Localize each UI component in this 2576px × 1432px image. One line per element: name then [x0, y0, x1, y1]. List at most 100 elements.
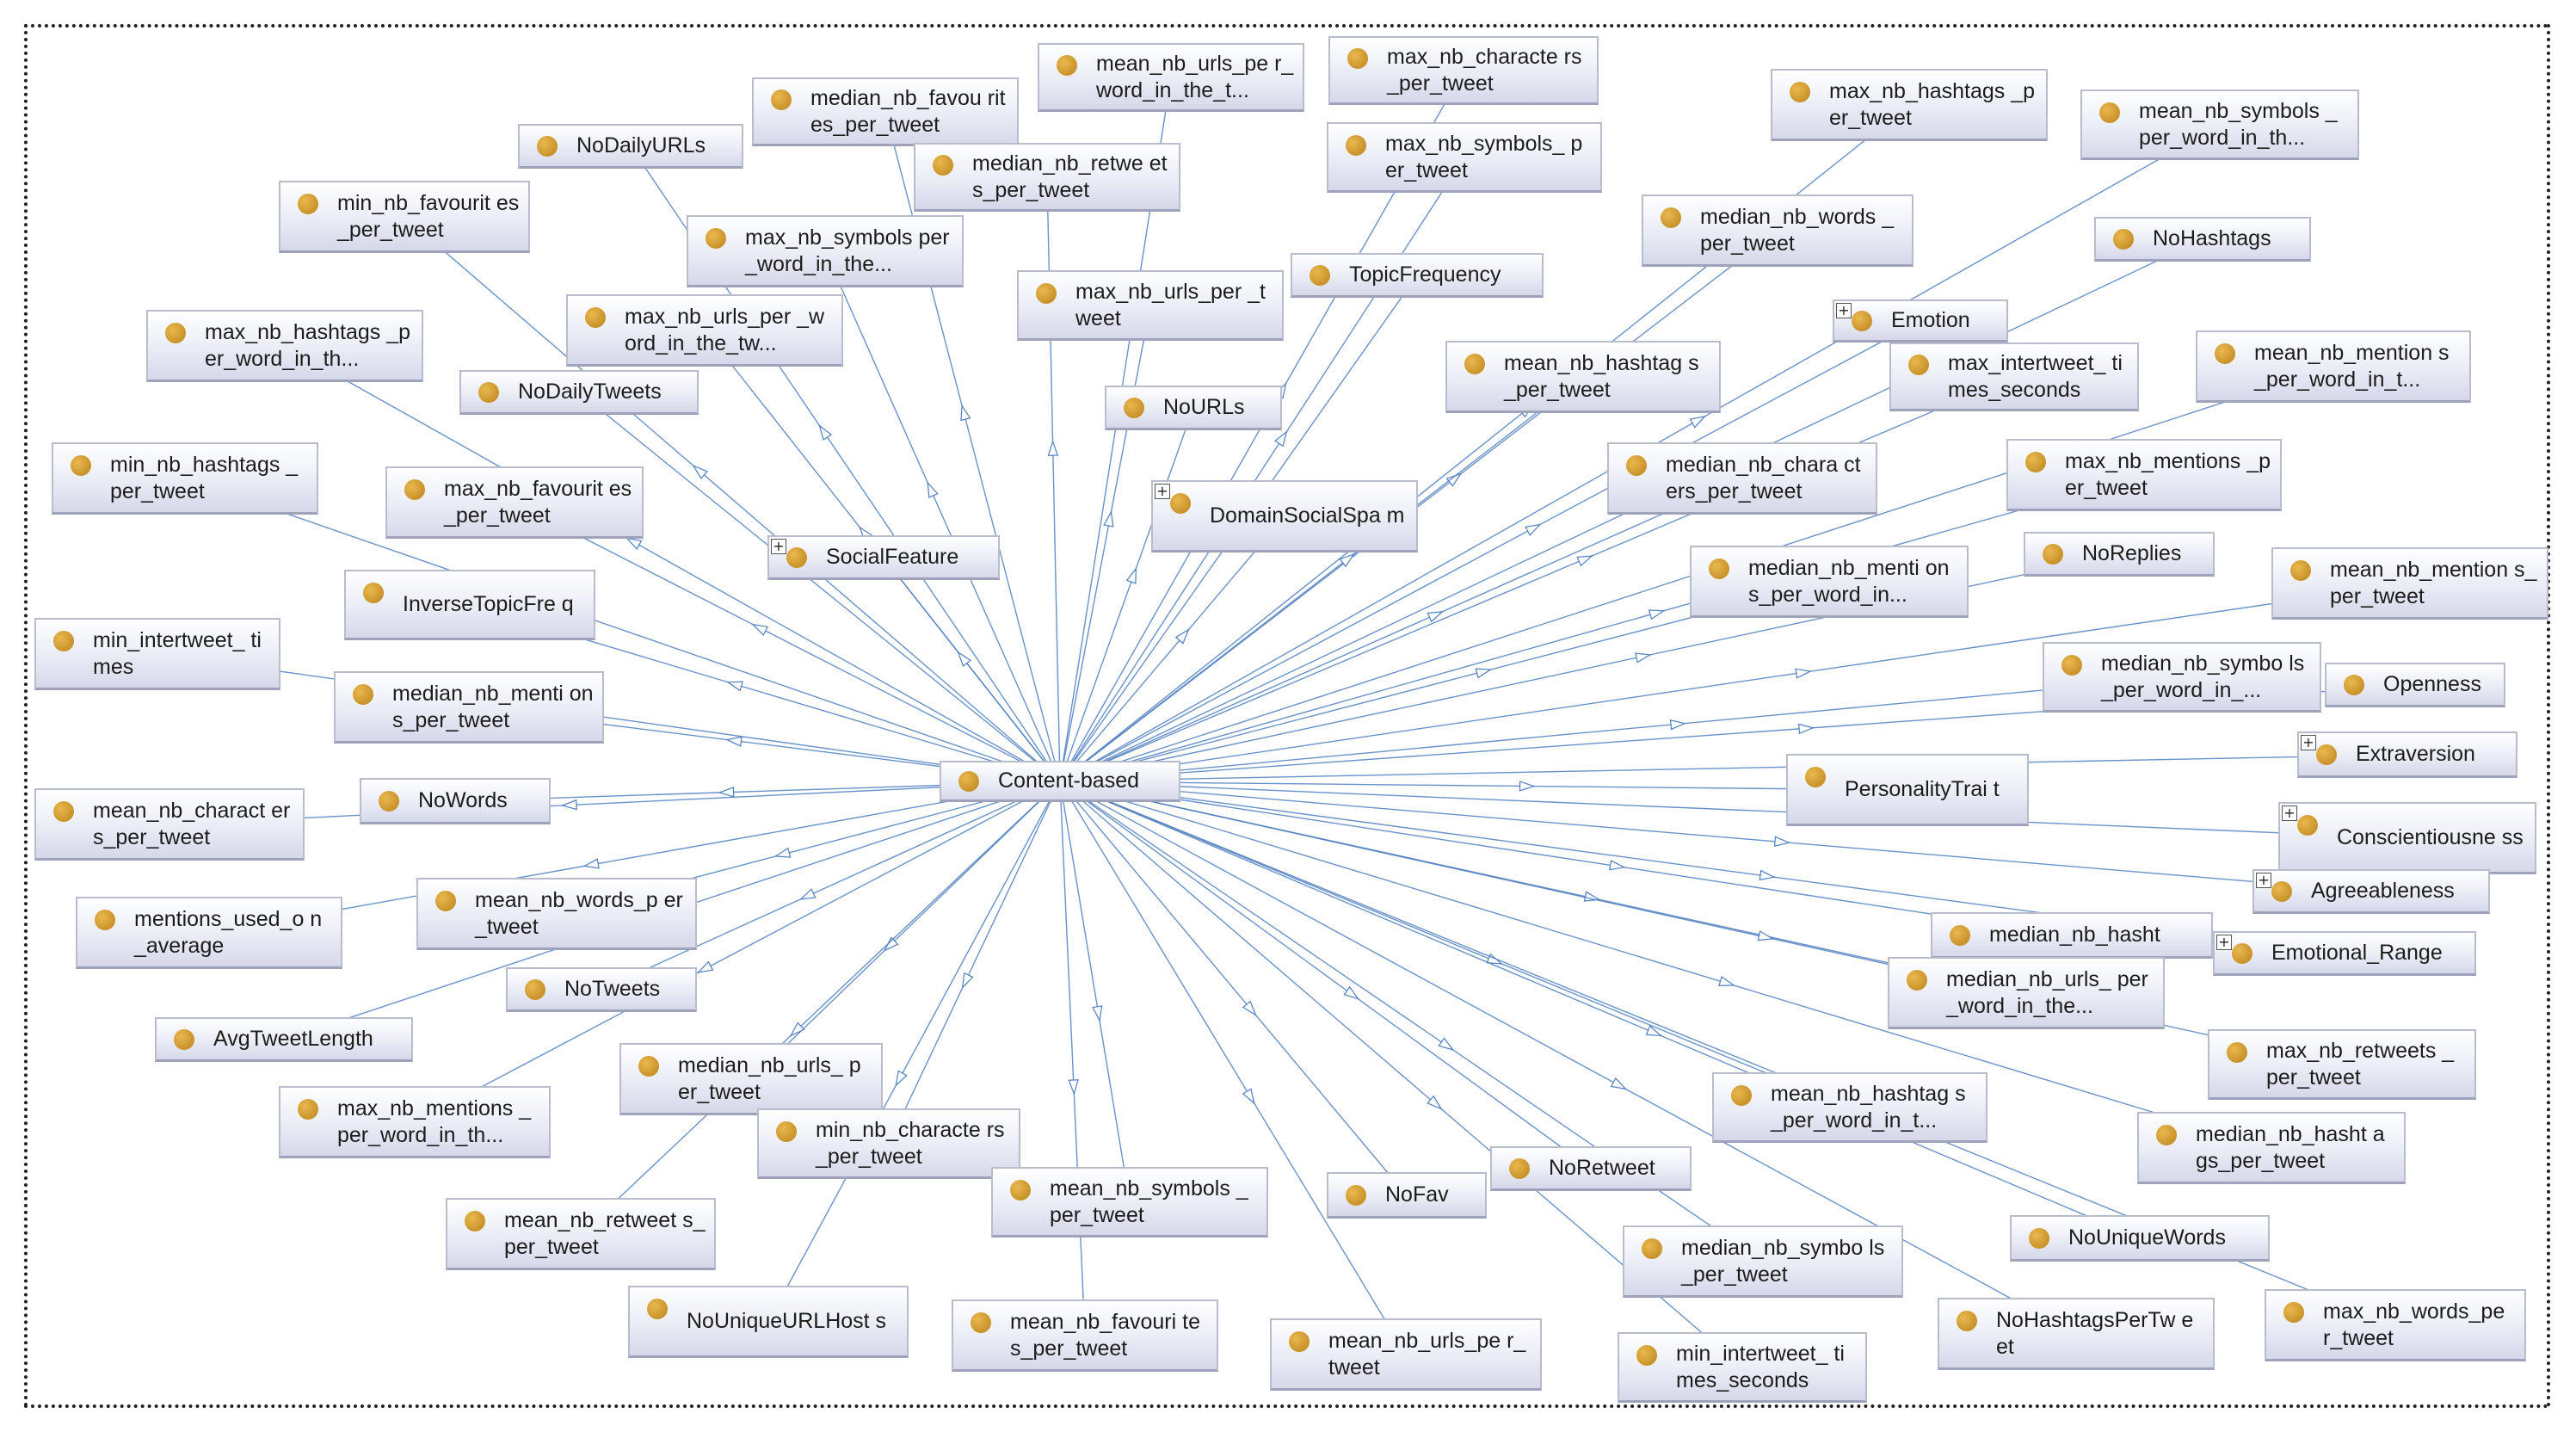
node-median-nb-mentions-per-tweet[interactable]: median_nb_menti ons_per_tweet [334, 671, 604, 744]
class-icon [478, 381, 499, 403]
node-mentions-used[interactable]: mentions_used_o n_average [76, 897, 342, 969]
edge-arrow [1525, 523, 1542, 536]
edge-line [1059, 305, 1151, 782]
class-icon [53, 631, 74, 652]
node-mean-nb-retweets[interactable]: mean_nb_retweet s_per_tweet [446, 1198, 716, 1270]
node-min-nb-characters[interactable]: min_nb_characte rs_per_tweet [757, 1108, 1020, 1179]
node-max-nb-words[interactable]: max_nb_words_pe r_tweet [2265, 1289, 2526, 1361]
node-max-intertweet[interactable]: max_intertweet_ times_seconds [1889, 343, 2139, 411]
class-icon [706, 228, 726, 250]
node-avgtweetlength[interactable]: AvgTweetLength [155, 1017, 413, 1062]
node-max-nb-favourites[interactable]: max_nb_favourit es_per_tweet [385, 466, 644, 539]
node-topicfrequency[interactable]: TopicFrequency [1291, 253, 1544, 298]
node-max-nb-urls-per-tweet[interactable]: max_nb_urls_per _tweet [1017, 270, 1284, 341]
node-median-nb-urls-per-tweet[interactable]: median_nb_urls_ per_tweet [619, 1043, 883, 1115]
node-mean-nb-symbols-per-word[interactable]: mean_nb_symbols _per_word_in_th... [2080, 90, 2359, 160]
class-icon [465, 1211, 485, 1232]
edge-arrow [1689, 415, 1706, 429]
node-content-based[interactable]: Content-based [940, 761, 1180, 802]
node-min-intertweet-seconds[interactable]: min_intertweet_ times_seconds [1618, 1332, 1867, 1403]
node-mean-nb-urls-per-word[interactable]: mean_nb_urls_pe r_word_in_the_t... [1038, 43, 1304, 112]
node-median-nb-symbols-per-tweet[interactable]: median_nb_symbo ls_per_tweet [1623, 1225, 1903, 1298]
node-min-nb-hashtags[interactable]: min_nb_hashtags _per_tweet [52, 442, 318, 515]
expand-icon[interactable]: + [2216, 935, 2232, 950]
node-median-nb-favourites[interactable]: median_nb_favou rites_per_tweet [752, 77, 1019, 146]
node-agreeableness[interactable]: +Agreeableness [2252, 869, 2490, 914]
node-median-nb-characters[interactable]: median_nb_chara cters_per_tweet [1607, 442, 1877, 515]
node-max-nb-mentions-per-tweet[interactable]: max_nb_mentions _per_tweet [2006, 439, 2282, 511]
node-max-nb-mentions-per-word[interactable]: max_nb_mentions _per_word_in_th... [279, 1086, 551, 1158]
node-max-nb-hashtags-per-word[interactable]: max_nb_hashtags _per_word_in_th... [146, 310, 423, 382]
node-nofav[interactable]: NoFav [1327, 1172, 1487, 1219]
node-mean-nb-words[interactable]: mean_nb_words_p er_tweet [416, 878, 697, 950]
node-mean-nb-favourites[interactable]: mean_nb_favouri tes_per_tweet [952, 1299, 1218, 1372]
node-median-nb-words[interactable]: median_nb_words _per_tweet [1642, 194, 1914, 267]
class-icon [174, 1028, 194, 1050]
node-nouniqueurlhosts[interactable]: NoUniqueURLHost s [628, 1286, 909, 1358]
node-notweets[interactable]: NoTweets [506, 967, 697, 1012]
edge-line [750, 781, 1061, 1080]
edge-line [1059, 583, 2411, 782]
edge-line [824, 250, 1061, 782]
edge-arrow [1343, 985, 1360, 1000]
node-median-nb-mentions-per-word[interactable]: median_nb_menti ons_per_word_in... [1690, 546, 1969, 618]
node-inversetopicfreq[interactable]: InverseTopicFre q [344, 570, 595, 640]
node-min-nb-favourites[interactable]: min_nb_favourit es_per_tweet [279, 181, 530, 253]
node-median-nb-urls-per-word[interactable]: median_nb_urls_ per_word_in_the... [1888, 957, 2165, 1029]
node-mean-nb-mentions-per-word[interactable]: mean_nb_mention s_per_word_in_t... [2196, 330, 2471, 403]
expand-icon[interactable]: + [1155, 484, 1170, 499]
node-mean-nb-hashtags-per-tweet[interactable]: mean_nb_hashtag s_per_tweet [1445, 341, 1721, 413]
node-conscientiousness[interactable]: +Conscientiousne ss [2278, 802, 2536, 874]
node-max-nb-symbols-per-tweet[interactable]: max_nb_symbols_ per_tweet [1327, 122, 1602, 193]
node-mean-nb-symbols-per-tweet[interactable]: mean_nb_symbols _per_tweet [991, 1167, 1268, 1238]
expand-icon[interactable]: + [2256, 873, 2271, 888]
node-median-nb-symbols-per-word[interactable]: median_nb_symbo ls_per_word_in_... [2043, 642, 2321, 713]
node-min-intertweet-times[interactable]: min_intertweet_ times [34, 618, 280, 690]
node-emotional-range[interactable]: +Emotional_Range [2213, 931, 2476, 976]
node-emotion[interactable]: +Emotion [1833, 299, 2008, 343]
node-extraversion[interactable]: +Extraversion [2297, 731, 2517, 778]
node-median-nb-hashtags-per-tweet[interactable]: median_nb_hasht ags_per_tweet [2137, 1112, 2406, 1184]
node-nodailyurls[interactable]: NoDailyURLs [518, 124, 743, 169]
class-icon [1347, 48, 1368, 69]
edge-line [1059, 320, 1921, 782]
node-mean-nb-mentions-per-tweet[interactable]: mean_nb_mention s_per_tweet [2271, 547, 2548, 620]
node-personalitytrait[interactable]: PersonalityTrai t [1786, 754, 2029, 826]
node-max-nb-urls-per-word[interactable]: max_nb_urls_per _word_in_the_tw... [566, 294, 843, 367]
expand-icon[interactable]: + [2282, 806, 2297, 821]
node-median-nb-hashtags-per-word[interactable]: median_nb_hasht [1931, 912, 2213, 959]
class-icon [1731, 1084, 1752, 1106]
node-mean-nb-hashtags-per-word[interactable]: mean_nb_hashtag s_per_word_in_t... [1712, 1072, 1987, 1143]
expand-icon[interactable]: + [1836, 303, 1852, 318]
node-nohashtagspertweet[interactable]: NoHashtagsPerTw eet [1938, 1298, 2215, 1370]
node-mean-nb-urls-per-tweet[interactable]: mean_nb_urls_pe r_tweet [1270, 1318, 1542, 1391]
node-nouniquewords[interactable]: NoUniqueWords [2010, 1215, 2270, 1262]
edge-line [1059, 478, 1743, 782]
class-icon [537, 135, 558, 157]
edge-arrow [1610, 1077, 1628, 1090]
node-max-nb-characters[interactable]: max_nb_characte rs_per_tweet [1328, 36, 1599, 105]
class-icon [2316, 744, 2337, 765]
edge-line [888, 781, 1061, 1145]
expand-icon[interactable]: + [2301, 735, 2316, 750]
node-median-nb-retweets[interactable]: median_nb_retwe ets_per_tweet [914, 143, 1180, 212]
class-icon [1636, 1344, 1657, 1366]
node-nourls[interactable]: NoURLs [1105, 386, 1282, 430]
node-openness[interactable]: Openness [2325, 663, 2505, 707]
node-nowords[interactable]: NoWords [360, 778, 551, 824]
node-max-nb-symbols-per-word[interactable]: max_nb_symbols per_word_in_the... [687, 215, 964, 287]
edge-line [414, 781, 1061, 1123]
node-max-nb-retweets[interactable]: max_nb_retweets _per_tweet [2208, 1029, 2476, 1100]
node-mean-nb-characters[interactable]: mean_nb_charact ers_per_tweet [34, 788, 305, 861]
edge-arrow [1519, 781, 1536, 792]
edge-arrow [1068, 1079, 1079, 1096]
node-noretweet[interactable]: NoRetweet [1490, 1146, 1692, 1191]
node-max-nb-hashtags-per-tweet[interactable]: max_nb_hashtags _per_tweet [1771, 69, 2048, 141]
expand-icon[interactable]: + [771, 539, 786, 554]
node-domainsocialspam[interactable]: +DomainSocialSpa m [1151, 480, 1418, 552]
node-nohashtags[interactable]: NoHashtags [2094, 217, 2311, 262]
node-socialfeature[interactable]: +SocialFeature [767, 535, 1000, 580]
node-noreplies[interactable]: NoReplies [2024, 532, 2215, 577]
class-icon [2344, 674, 2364, 695]
node-nodailytweets[interactable]: NoDailyTweets [459, 370, 699, 415]
